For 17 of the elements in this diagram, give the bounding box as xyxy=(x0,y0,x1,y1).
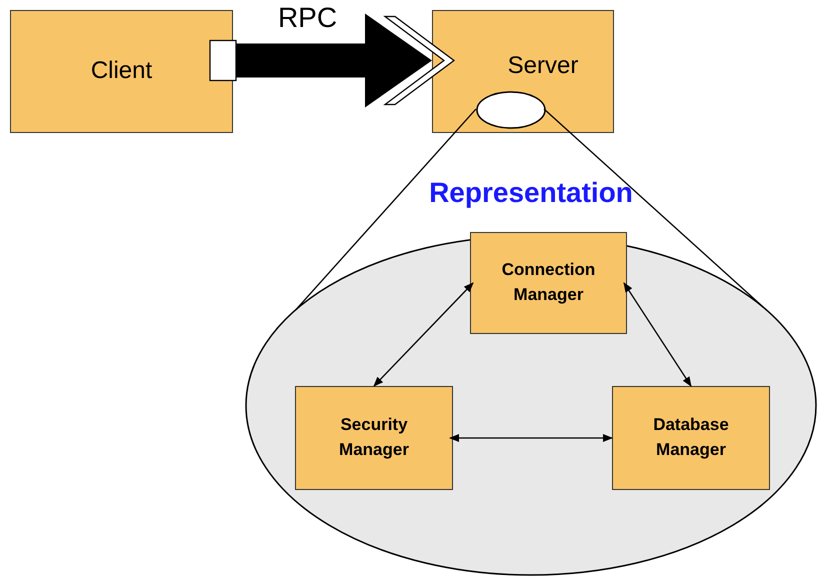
component-box xyxy=(612,386,770,490)
arrow xyxy=(623,282,692,387)
connector-line xyxy=(544,108,767,310)
box-label: Server xyxy=(506,51,580,82)
server-box xyxy=(432,10,614,133)
box-label: Database Manager xyxy=(652,414,730,461)
section-heading: Representation xyxy=(428,176,634,210)
box-label: Security Manager xyxy=(338,414,410,461)
component-box xyxy=(295,386,453,490)
connector-line xyxy=(295,108,476,310)
component-box xyxy=(470,232,627,334)
arrow xyxy=(373,282,474,387)
detail-ellipse xyxy=(476,91,546,129)
box-label: Client xyxy=(90,56,154,86)
box-label: Connection Manager xyxy=(500,259,596,306)
client-box xyxy=(10,10,233,133)
arrow xyxy=(449,434,613,442)
